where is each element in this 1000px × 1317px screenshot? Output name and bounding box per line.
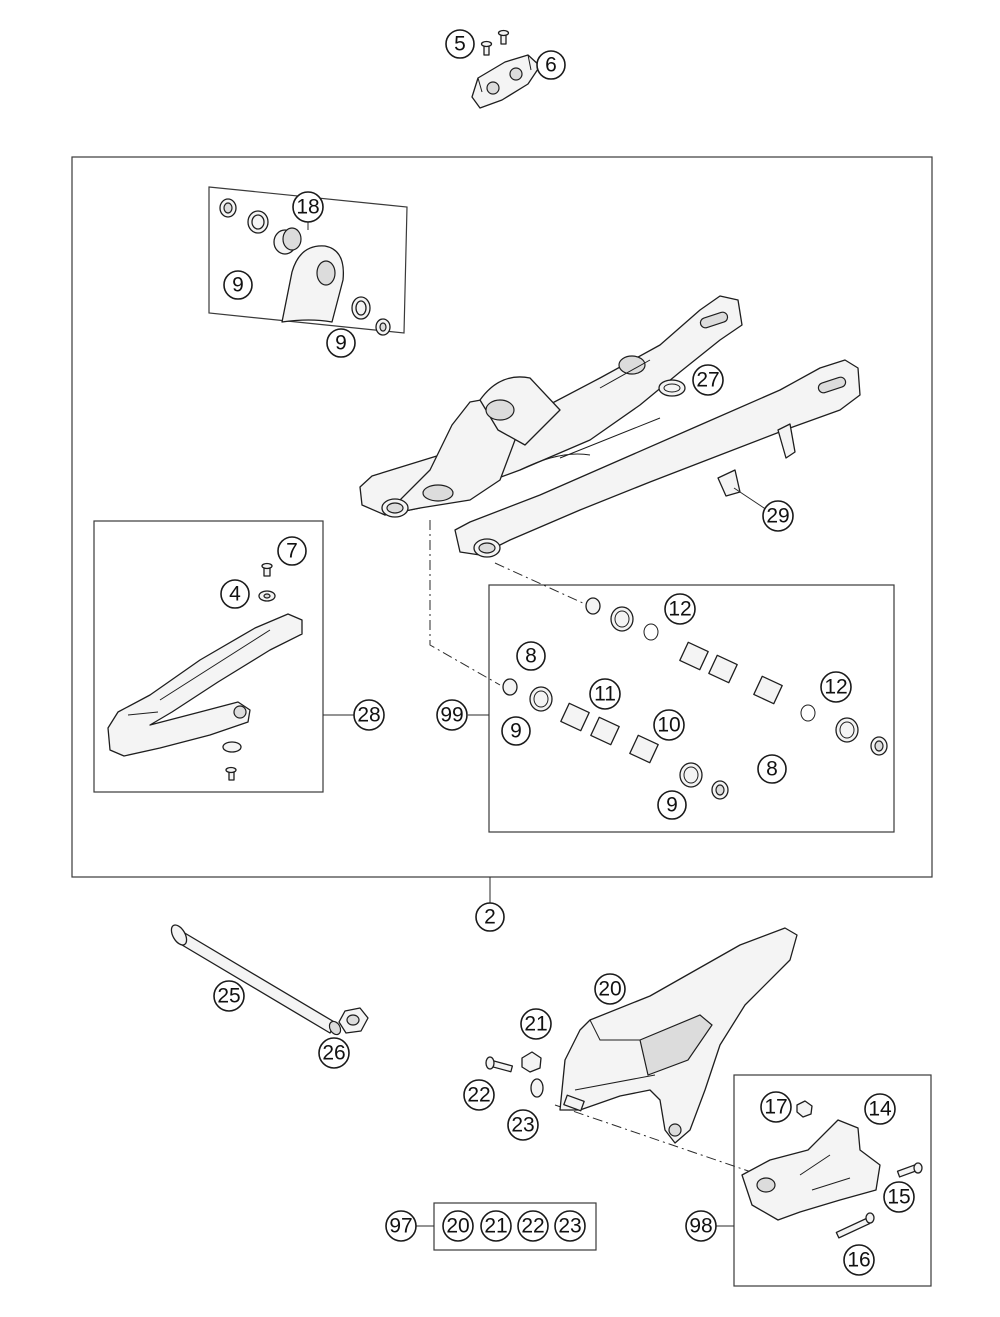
pivot-axis-line-right [494,562,586,605]
svg-text:98: 98 [689,1215,712,1238]
callout-9: 9 [501,716,531,746]
callout-29: 29 [762,500,794,532]
svg-text:6: 6 [545,54,557,77]
svg-text:9: 9 [510,720,522,743]
slider-screw [222,562,276,781]
svg-text:12: 12 [824,676,847,699]
svg-text:20: 20 [598,978,621,1001]
clamp-part [471,54,541,109]
svg-text:18: 18 [296,196,319,219]
svg-text:99: 99 [440,704,463,727]
guide-block-fasteners [796,1100,923,1239]
callout-25: 25 [213,980,245,1012]
callout-12: 12 [664,593,696,625]
chain-guide-block-frame [733,1074,932,1287]
svg-text:28: 28 [357,704,380,727]
callout-11: 11 [589,678,621,710]
snap-ring [658,379,686,397]
svg-text:25: 25 [217,985,240,1008]
svg-text:22: 22 [467,1084,490,1107]
callout-4: 4 [220,579,250,609]
svg-text:14: 14 [868,1098,892,1121]
callout-22: 22 [463,1079,495,1111]
callout-99: 99 [436,699,468,731]
bearing-kit-frame [208,186,408,334]
bearing-kit-parts [219,198,391,336]
pivot-bearings-upper [585,597,888,756]
svg-text:15: 15 [887,1186,910,1209]
svg-text:10: 10 [657,714,680,737]
chain-slider-frame [93,520,324,793]
callout-15: 15 [883,1181,915,1213]
callout-27: 27 [692,364,724,396]
callout-10: 10 [653,709,685,741]
callout-5: 5 [445,29,475,59]
chain-guide-block [741,1119,881,1221]
swingarm-assembly-frame [71,156,933,878]
callout-97: 97 [385,1210,417,1242]
callout-16: 16 [843,1244,875,1276]
pivot-axis-line-left [429,520,501,686]
svg-text:23: 23 [511,1114,534,1137]
callout-9: 9 [657,790,687,820]
pivot-nut [338,1007,369,1034]
callout-21: 21 [520,1008,552,1040]
svg-text:21: 21 [524,1013,547,1036]
chain-guide-fasteners [485,1051,585,1112]
svg-text:29: 29 [766,505,789,528]
callout-2: 2 [475,902,505,932]
pivot-bearing-kit-frame [488,584,895,833]
callout-18: 18 [292,191,324,223]
svg-text:4: 4 [229,583,241,606]
svg-text:16: 16 [847,1249,870,1272]
callout-12: 12 [820,671,852,703]
callout-28: 28 [353,699,385,731]
svg-text:8: 8 [525,645,537,668]
svg-text:17: 17 [764,1096,787,1119]
callout-17: 17 [760,1091,792,1123]
pivot-shaft [170,924,342,1036]
callout-8: 8 [516,641,546,671]
svg-text:9: 9 [232,274,244,297]
callout-98: 98 [685,1210,717,1242]
svg-text:9: 9 [335,332,347,355]
svg-text:2: 2 [484,906,496,929]
svg-text:20: 20 [446,1215,469,1238]
callout-20: 20 [594,973,626,1005]
svg-text:23: 23 [558,1215,581,1238]
svg-text:97: 97 [389,1215,412,1238]
chain-guide [559,927,798,1144]
callout-9: 9 [223,270,253,300]
svg-text:7: 7 [286,540,298,563]
callout-23: 23 [507,1109,539,1141]
leader-29 [733,487,768,511]
callout-21: 21 [480,1210,512,1242]
svg-text:8: 8 [766,758,778,781]
swingarm [359,295,861,558]
svg-text:11: 11 [594,683,616,706]
callout-26: 26 [318,1037,350,1069]
svg-text:26: 26 [322,1042,345,1065]
chain-guide-axis-line [554,1104,761,1176]
svg-text:27: 27 [696,369,719,392]
svg-text:22: 22 [521,1215,544,1238]
svg-text:12: 12 [668,598,691,621]
callout-23: 23 [554,1210,586,1242]
callout-20: 20 [442,1210,474,1242]
callout-8: 8 [757,754,787,784]
chain-slider [107,613,303,757]
svg-text:9: 9 [666,794,678,817]
callout-14: 14 [864,1093,896,1125]
svg-text:21: 21 [484,1215,507,1238]
callout-7: 7 [277,536,307,566]
callout-9: 9 [326,328,356,358]
callout-6: 6 [536,50,566,80]
callout-22: 22 [517,1210,549,1242]
clamp-screw [480,29,510,56]
svg-text:5: 5 [454,33,466,56]
pivot-bearings-lower [502,678,729,800]
